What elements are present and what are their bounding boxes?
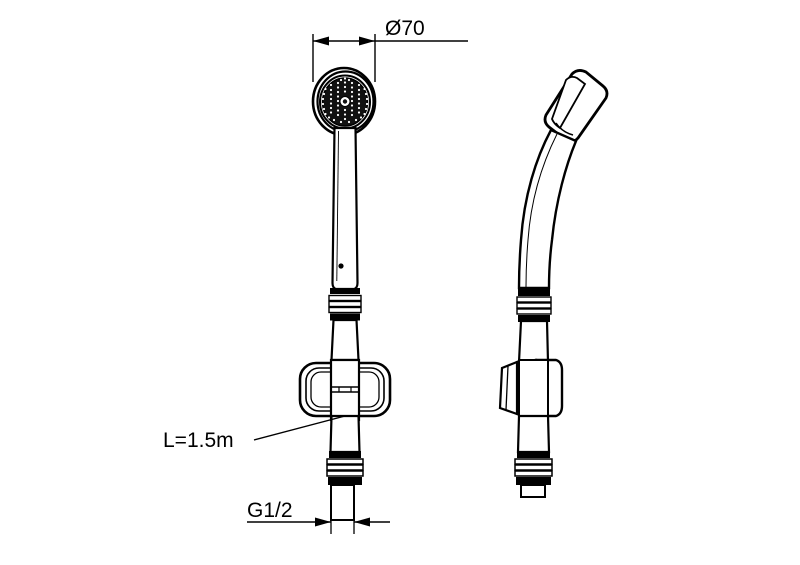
shower-head-side <box>543 69 609 143</box>
hose-through-bracket <box>518 359 549 417</box>
lower-nut-rib-1 <box>329 451 361 458</box>
side-view <box>498 69 609 498</box>
hose-upper <box>330 318 360 362</box>
hose-lower-segment <box>329 414 361 454</box>
g-half-thread-end <box>330 484 355 521</box>
lower-nut-rib-4 <box>326 470 364 477</box>
diameter-label: Ø70 <box>385 17 425 40</box>
nut-rib-1 <box>330 288 360 294</box>
thread-shank-side <box>520 484 546 498</box>
nut-side-rib-1 <box>518 289 550 296</box>
diameter-dimension: Ø70 <box>312 17 468 82</box>
thread-arrowhead-right <box>354 517 370 527</box>
nut-side-rib-4 <box>516 308 552 315</box>
lower-nut-side-rib-2 <box>514 458 553 465</box>
lower-nut-side-rib-4 <box>514 470 553 477</box>
arrowhead-right <box>359 36 375 46</box>
handle-front <box>331 126 359 291</box>
wall-bracket-side <box>498 358 564 418</box>
nut-rib-4 <box>328 306 362 314</box>
handle-hole <box>338 263 344 269</box>
lower-nut-side-rib-1 <box>517 451 550 458</box>
bracket-wall-flange <box>498 360 519 416</box>
nut-side-rib-3 <box>516 302 552 309</box>
nut-rib-2 <box>328 294 362 302</box>
handle-highlight-line <box>336 130 339 282</box>
hose-upper-side <box>517 319 550 364</box>
nut-side-rib-5 <box>518 315 550 322</box>
bracket-flange-edge <box>505 365 509 411</box>
thread-label: G1/2 <box>247 499 293 522</box>
thread-shank <box>330 484 355 521</box>
hose-lower <box>329 414 361 454</box>
spray-nozzle-pattern <box>321 77 369 124</box>
hose-length-label: L=1.5m <box>163 429 234 452</box>
upper-coupling-nut <box>328 288 362 321</box>
lower-coupling-nut-side <box>514 451 553 485</box>
lower-nut-side-rib-3 <box>514 464 553 471</box>
length-leader-line <box>253 415 346 441</box>
spray-center-hole <box>342 99 348 104</box>
lower-coupling-nut <box>326 451 364 485</box>
nut-rib-5 <box>330 313 360 321</box>
upper-coupling-nut-side <box>516 289 552 322</box>
lower-nut-side-rib-5 <box>516 477 551 485</box>
hose-clip-bracket <box>298 358 392 422</box>
hose-through-clip <box>329 358 361 422</box>
nut-side-rib-2 <box>516 296 552 303</box>
hose-length-annotation: L=1.5m <box>163 415 346 452</box>
hose-upper-segment <box>330 318 360 362</box>
hose-lower-side <box>516 414 551 454</box>
head-side-lower-edge <box>555 122 574 136</box>
lower-nut-rib-2 <box>326 458 364 465</box>
thread-arrowhead-left <box>315 517 331 527</box>
lower-nut-rib-3 <box>326 464 364 471</box>
front-view: Ø70 <box>163 17 468 534</box>
nut-rib-3 <box>328 300 362 308</box>
shower-head-front <box>311 66 377 137</box>
handle-side-highlight <box>525 133 558 288</box>
handle-body <box>331 126 359 291</box>
curved-handle-side <box>517 128 578 291</box>
arrowhead-left <box>313 36 329 46</box>
thread-dimension: G1/2 <box>247 499 390 534</box>
lower-nut-rib-5 <box>328 477 362 485</box>
head-side-face-edge <box>551 75 587 130</box>
